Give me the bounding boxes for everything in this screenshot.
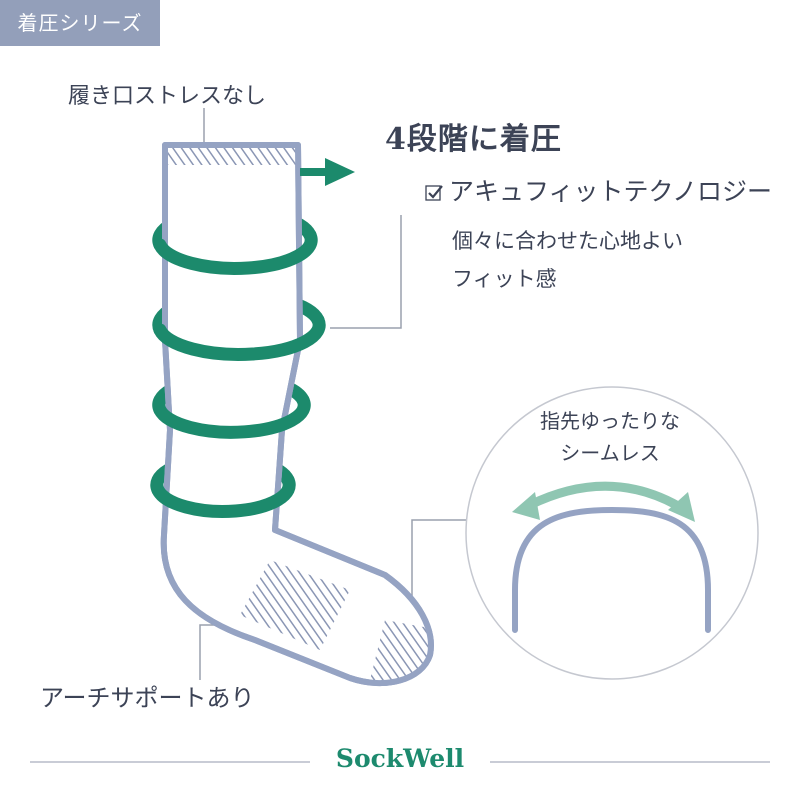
toe-detail-circle	[465, 386, 759, 680]
label-toe-2: シームレス	[560, 441, 660, 465]
arch-support-hatch	[240, 560, 350, 650]
label-toe-1: 指先ゆったりな	[540, 409, 680, 433]
cuff-hatch	[165, 145, 300, 165]
series-tag: 着圧シリーズ	[0, 0, 160, 46]
toe-seam-outline	[512, 506, 711, 633]
label-feature-desc-1: 個々に合わせた心地よい	[452, 229, 683, 253]
compression-ring-4	[151, 473, 296, 518]
brand-logo: SockWell	[335, 744, 465, 773]
label-feature-text: アキュフィットテクノロジー	[449, 177, 773, 206]
compression-ring-2	[153, 313, 326, 361]
double-arrow-icon	[512, 481, 695, 522]
label-feature-desc-2: フィット感	[452, 267, 557, 291]
right-arrow-icon	[300, 158, 355, 186]
label-compression-title: 4段階に着圧	[385, 122, 562, 157]
leader-line-compression	[330, 215, 402, 329]
compression-ring-3	[153, 393, 311, 439]
label-opening: 履き口ストレスなし	[68, 84, 267, 109]
checkbox-check-icon	[425, 185, 443, 201]
label-arch: アーチサポートあり	[40, 684, 255, 712]
compression-ring-1	[153, 228, 318, 275]
label-feature: アキュフィットテクノロジー	[425, 172, 772, 208]
